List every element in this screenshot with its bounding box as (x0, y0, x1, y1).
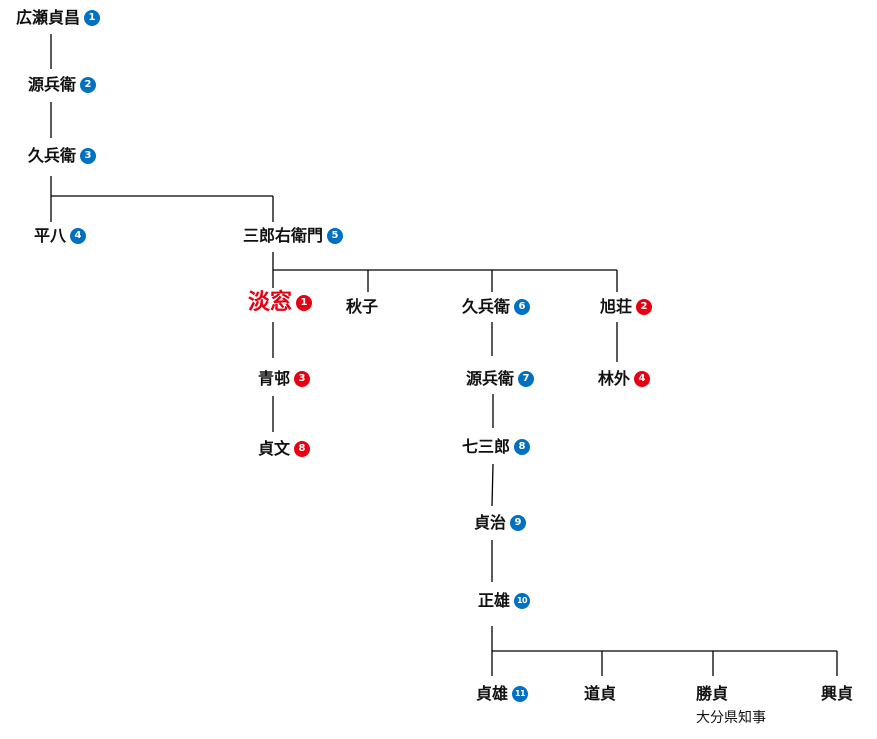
person-note: 大分県知事 (696, 710, 766, 726)
generation-badge: 6 (514, 299, 531, 315)
person-kyubee-1: 久兵衛 3 (28, 146, 97, 166)
generation-badge: 8 (294, 441, 311, 457)
person-name: 貞治 (474, 513, 507, 532)
generation-badge: 2 (636, 299, 653, 315)
person-sadamasa: 広瀬貞昌 1 (16, 8, 101, 28)
person-name: 道貞 (584, 684, 617, 703)
person-katsusada: 勝貞 (696, 684, 728, 704)
person-name: 源兵衛 (28, 75, 77, 94)
generation-badge: 1 (84, 10, 101, 26)
person-name: 旭荘 (600, 297, 633, 316)
person-name: 勝貞 (696, 684, 729, 703)
person-name: 青邨 (258, 369, 291, 388)
person-name: 久兵衛 (462, 297, 511, 316)
generation-badge: 2 (80, 77, 97, 93)
person-name: 源兵衛 (466, 369, 515, 388)
person-name: 林外 (598, 369, 631, 388)
person-name: 正雄 (478, 591, 511, 610)
person-michisada: 道貞 (584, 684, 616, 704)
person-name: 秋子 (346, 297, 379, 316)
generation-badge: 8 (514, 439, 531, 455)
generation-badge: 11 (512, 686, 529, 702)
generation-badge: 1 (296, 295, 313, 311)
person-saburouemon: 三郎右衛門 5 (243, 226, 344, 246)
person-name: 広瀬貞昌 (16, 8, 81, 27)
generation-badge: 9 (510, 515, 527, 531)
person-seiko: 青邨 3 (258, 369, 311, 389)
person-akiko: 秋子 (346, 297, 378, 317)
person-sadaharu: 貞治 9 (474, 513, 527, 533)
generation-badge: 3 (294, 371, 311, 387)
person-name-highlight: 淡窓 (248, 290, 293, 315)
person-masao: 正雄 10 (478, 591, 531, 611)
person-name: 七三郎 (462, 437, 511, 456)
person-name: 貞雄 (476, 684, 509, 703)
person-kyubee-2: 久兵衛 6 (462, 297, 531, 317)
person-heihachi: 平八 4 (34, 226, 87, 246)
person-shichisaburo: 七三郎 8 (462, 437, 531, 457)
generation-badge: 4 (70, 228, 87, 244)
generation-badge: 4 (634, 371, 651, 387)
person-name: 平八 (34, 226, 67, 245)
person-kyokuso: 旭荘 2 (600, 297, 653, 317)
person-genbee-1: 源兵衛 2 (28, 75, 97, 95)
generation-badge: 5 (327, 228, 344, 244)
generation-badge: 10 (514, 593, 531, 609)
person-sadao: 貞雄 11 (476, 684, 529, 704)
generation-badge: 3 (80, 148, 97, 164)
person-okisada: 興貞 (821, 684, 853, 704)
person-ringai: 林外 4 (598, 369, 651, 389)
person-name: 三郎右衛門 (243, 226, 324, 245)
connector-line (491, 463, 494, 507)
person-tanso: 淡窓 1 (248, 290, 313, 315)
person-teibun: 貞文 8 (258, 439, 311, 459)
person-name: 久兵衛 (28, 146, 77, 165)
person-name: 貞文 (258, 439, 291, 458)
person-genbee-2: 源兵衛 7 (466, 369, 535, 389)
person-name: 興貞 (821, 684, 854, 703)
generation-badge: 7 (518, 371, 535, 387)
